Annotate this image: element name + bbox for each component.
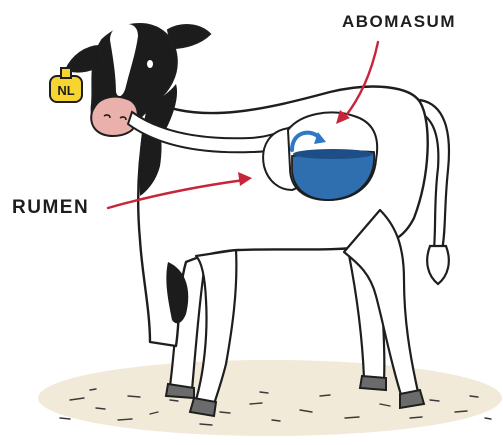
- near-hind-hoof: [400, 390, 424, 408]
- ear-tag: NL: [50, 68, 82, 102]
- abomasum-label: ABOMASUM: [342, 12, 456, 32]
- ear-tag-neck: [61, 68, 71, 78]
- tail-tuft: [427, 246, 449, 284]
- rumen-label: RUMEN: [12, 197, 89, 219]
- far-hind-hoof: [360, 376, 386, 390]
- ear-tag-text: NL: [57, 83, 74, 98]
- right-ear: [168, 25, 210, 48]
- eye: [147, 60, 153, 68]
- milk-surface: [293, 149, 373, 159]
- ground-shadow: [38, 360, 502, 436]
- near-front-hoof: [190, 398, 216, 416]
